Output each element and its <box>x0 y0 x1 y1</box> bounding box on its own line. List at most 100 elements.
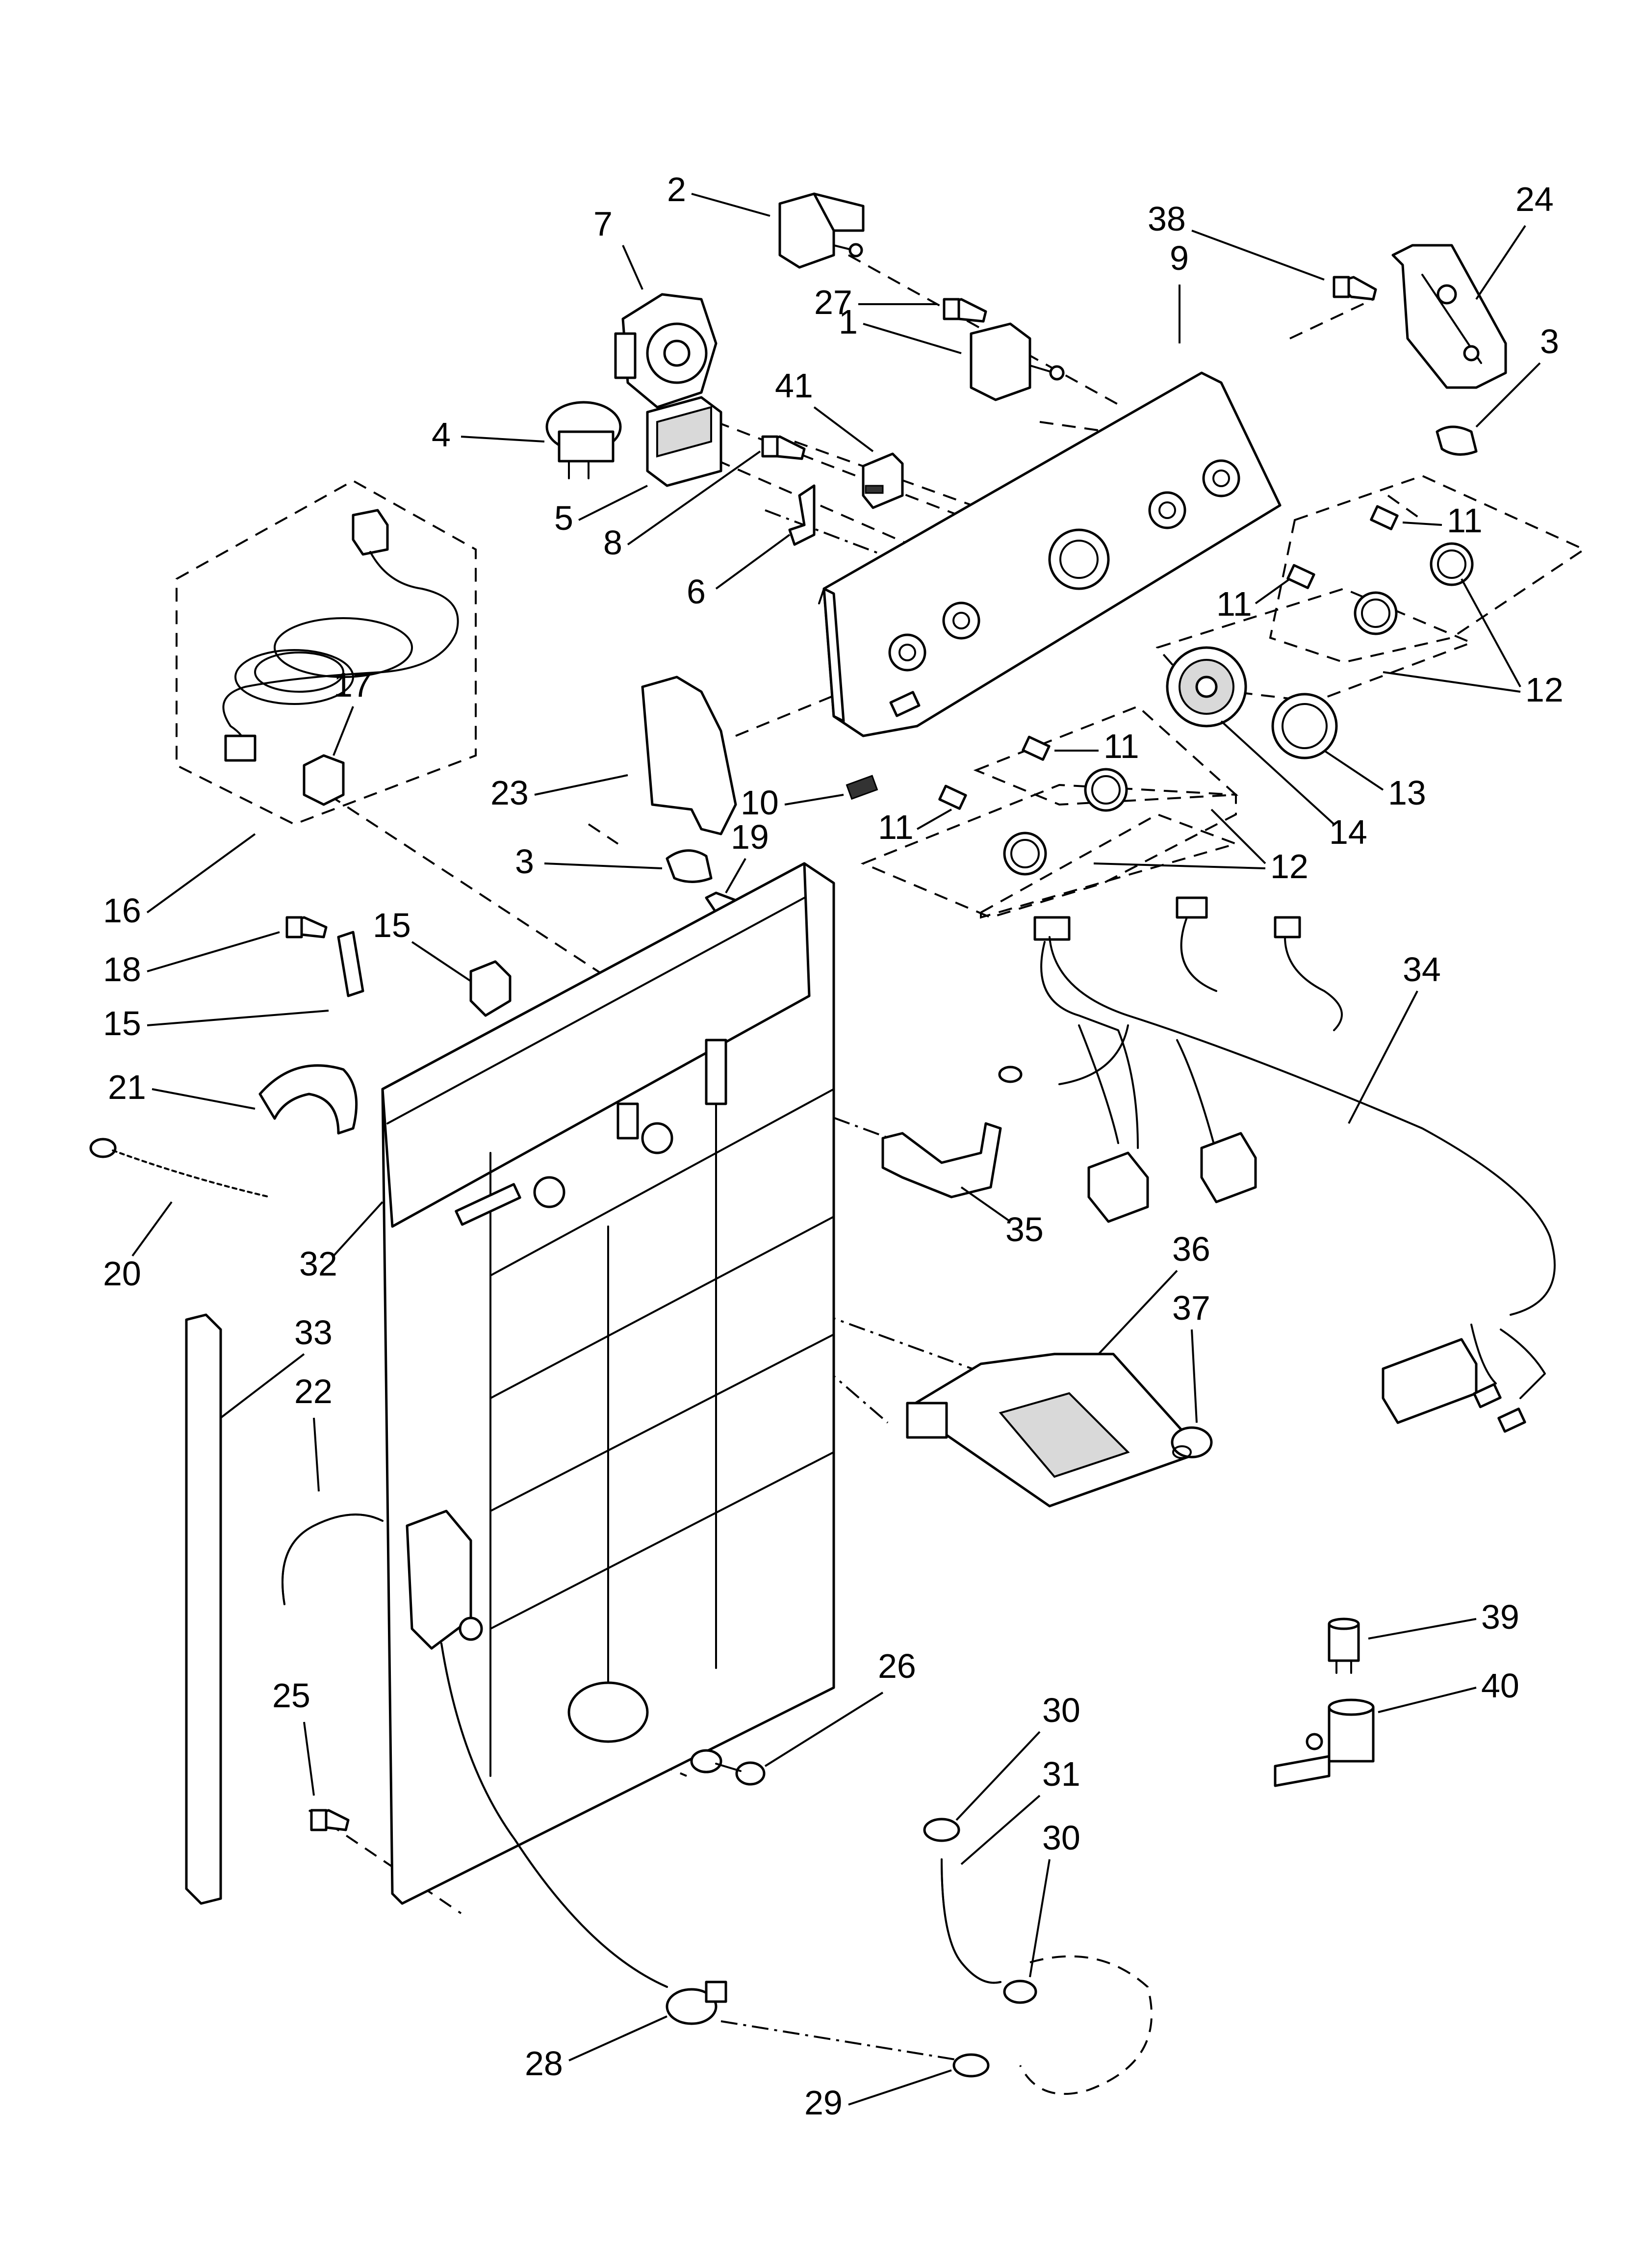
callout-17: 17 <box>333 666 372 756</box>
svg-text:30: 30 <box>1042 1691 1080 1729</box>
part-31-drain-hose <box>941 1858 1153 2095</box>
part-10-label <box>846 775 878 800</box>
svg-text:15: 15 <box>103 1004 141 1043</box>
callout-10: 10 <box>741 783 844 822</box>
svg-text:29: 29 <box>804 2084 843 2122</box>
svg-text:38: 38 <box>1148 200 1186 238</box>
svg-text:30: 30 <box>1042 1819 1080 1857</box>
callout-38: 38 <box>1148 200 1325 281</box>
callout-35: 35 <box>960 1186 1044 1249</box>
part-34-harness <box>998 896 1556 1433</box>
part-7-timer <box>614 293 718 409</box>
callout-29: 29 <box>804 2069 952 2122</box>
part-38-screw <box>1333 276 1377 301</box>
svg-text:17: 17 <box>334 666 372 704</box>
part-16-power-cord <box>222 509 459 762</box>
part-9-console <box>818 371 1282 737</box>
svg-text:19: 19 <box>731 818 769 856</box>
part-8-screw <box>761 435 806 460</box>
part-30-clamps <box>923 1818 1037 2004</box>
svg-text:7: 7 <box>593 205 613 243</box>
callout-1: 1 <box>839 303 962 354</box>
svg-text:28: 28 <box>525 2044 563 2083</box>
callout-12b: 12 <box>1093 808 1308 886</box>
svg-text:40: 40 <box>1481 1667 1519 1705</box>
part-17-clamp <box>303 754 345 806</box>
svg-text:2: 2 <box>667 170 686 209</box>
svg-text:12: 12 <box>1525 671 1564 709</box>
svg-text:10: 10 <box>741 783 779 822</box>
callout-22: 22 <box>294 1372 333 1492</box>
svg-text:18: 18 <box>103 950 141 989</box>
part-27-screw <box>943 298 987 323</box>
svg-text:3: 3 <box>515 842 534 881</box>
part-6-clip <box>788 484 816 546</box>
callout-9: 9 <box>1170 239 1189 343</box>
part-37-bulb <box>1171 1426 1213 1459</box>
part-32-rear-panel <box>381 862 835 1905</box>
part-33-trim <box>185 1313 222 1905</box>
callout-37: 37 <box>1172 1289 1210 1423</box>
svg-text:9: 9 <box>1170 239 1189 277</box>
svg-text:37: 37 <box>1172 1289 1210 1327</box>
callout-33: 33 <box>220 1313 333 1419</box>
callout-8: 8 <box>603 450 761 562</box>
callout-3a: 3 <box>1475 322 1559 428</box>
part-1-switch <box>970 322 1065 401</box>
callout-34: 34 <box>1348 950 1441 1124</box>
callout-24: 24 <box>1475 180 1554 300</box>
part-3-clip-lower <box>666 849 713 883</box>
svg-text:33: 33 <box>294 1313 333 1352</box>
callouts: 1 2 3 3 4 5 6 7 8 9 10 11 11 11 11 12 12… <box>103 170 1564 2122</box>
svg-text:31: 31 <box>1042 1755 1080 1793</box>
part-13-knob <box>1271 693 1338 759</box>
svg-text:16: 16 <box>103 891 141 930</box>
part-20-wire <box>89 1138 271 1198</box>
part-26-plug <box>690 1749 766 1786</box>
callout-15b: 15 <box>103 1004 329 1043</box>
svg-text:23: 23 <box>490 774 529 812</box>
callout-11d: 11 <box>878 808 952 846</box>
svg-text:41: 41 <box>775 366 813 405</box>
callout-18: 18 <box>103 931 280 989</box>
callout-13: 13 <box>1323 750 1426 812</box>
part-24-endcap <box>1391 244 1507 389</box>
svg-text:15: 15 <box>373 906 411 944</box>
svg-text:11: 11 <box>1103 727 1139 765</box>
part-35-bracket <box>881 1122 1002 1199</box>
callout-23: 23 <box>490 774 628 812</box>
part-23-bracket <box>641 676 737 835</box>
callout-2: 2 <box>667 170 770 217</box>
svg-text:36: 36 <box>1172 1230 1210 1268</box>
svg-text:13: 13 <box>1388 774 1426 812</box>
callout-11b: 11 <box>1216 578 1291 623</box>
callout-36: 36 <box>1098 1230 1210 1355</box>
svg-text:14: 14 <box>1329 813 1367 851</box>
part-28-clamp <box>666 1981 727 2025</box>
callout-40: 40 <box>1378 1667 1519 1713</box>
part-21-cover <box>258 1064 358 1135</box>
svg-text:22: 22 <box>294 1372 333 1410</box>
svg-text:32: 32 <box>299 1245 337 1283</box>
callout-16: 16 <box>103 833 256 930</box>
callout-25: 25 <box>272 1676 315 1796</box>
callout-6: 6 <box>687 534 791 611</box>
callout-15a: 15 <box>373 906 472 982</box>
svg-text:11: 11 <box>1447 501 1483 540</box>
svg-text:20: 20 <box>103 1254 141 1293</box>
part-39-capacitor <box>1328 1617 1360 1674</box>
part-3-clip-upper <box>1436 425 1478 456</box>
callout-30a: 30 <box>955 1691 1080 1821</box>
callout-21: 21 <box>108 1068 256 1110</box>
svg-text:21: 21 <box>108 1068 146 1106</box>
callout-32: 32 <box>299 1201 384 1283</box>
callout-12a: 12 <box>1383 578 1564 709</box>
callout-31: 31 <box>960 1755 1080 1865</box>
part-25-screw <box>310 1809 350 1831</box>
part-36-lamp-housing <box>906 1353 1203 1508</box>
part-4-pressure-switch <box>545 401 622 479</box>
callout-14: 14 <box>1220 720 1367 851</box>
svg-text:25: 25 <box>272 1676 310 1715</box>
callout-30b: 30 <box>1029 1819 1080 1978</box>
